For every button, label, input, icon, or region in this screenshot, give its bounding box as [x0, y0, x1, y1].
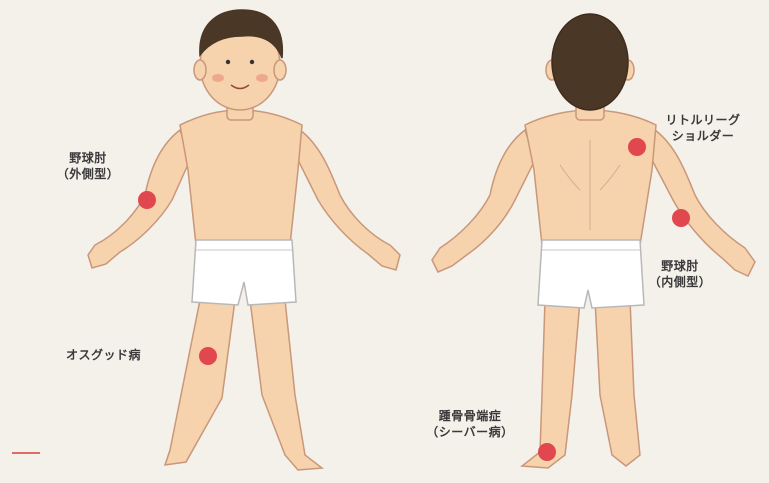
back-left-leg — [522, 300, 580, 468]
marker-back-elbow — [672, 209, 690, 227]
back-figure — [432, 14, 755, 468]
marker-front-knee — [199, 347, 217, 365]
front-torso — [180, 110, 302, 245]
marker-back-shoulder — [628, 138, 646, 156]
front-ear-left — [194, 60, 206, 80]
front-left-leg — [165, 300, 235, 465]
label-back-heel-line1: 踵骨骨端症 — [415, 408, 525, 424]
label-back-elbow-line1: 野球肘 — [640, 258, 720, 274]
front-cheek-right — [256, 74, 268, 82]
label-front-knee: オスグッド病 — [66, 347, 176, 363]
label-back-shoulder: リトルリーグ ショルダー — [648, 112, 758, 144]
marker-front-elbow — [138, 191, 156, 209]
marker-back-heel — [538, 443, 556, 461]
label-front-elbow-line2: （外側型） — [52, 166, 124, 182]
front-eye-left — [226, 60, 230, 64]
label-back-shoulder-line2: ショルダー — [648, 128, 758, 144]
label-front-elbow: 野球肘 （外側型） — [52, 150, 124, 182]
back-head — [552, 14, 628, 110]
front-ear-right — [274, 60, 286, 80]
label-back-elbow-line2: （内側型） — [640, 274, 720, 290]
front-cheek-left — [212, 74, 224, 82]
label-back-heel-line2: （シーバー病） — [415, 424, 525, 440]
front-right-leg — [250, 300, 322, 470]
front-eye-right — [250, 60, 254, 64]
front-figure — [88, 10, 400, 470]
label-front-knee-line1: オスグッド病 — [66, 347, 176, 363]
back-left-arm — [432, 130, 535, 272]
label-front-elbow-line1: 野球肘 — [52, 150, 124, 166]
front-right-arm — [298, 130, 400, 270]
back-right-leg — [595, 300, 640, 466]
label-back-elbow: 野球肘 （内側型） — [640, 258, 720, 290]
back-right-arm — [652, 130, 755, 276]
label-back-heel: 踵骨骨端症 （シーバー病） — [415, 408, 525, 440]
label-back-shoulder-line1: リトルリーグ — [648, 112, 758, 128]
